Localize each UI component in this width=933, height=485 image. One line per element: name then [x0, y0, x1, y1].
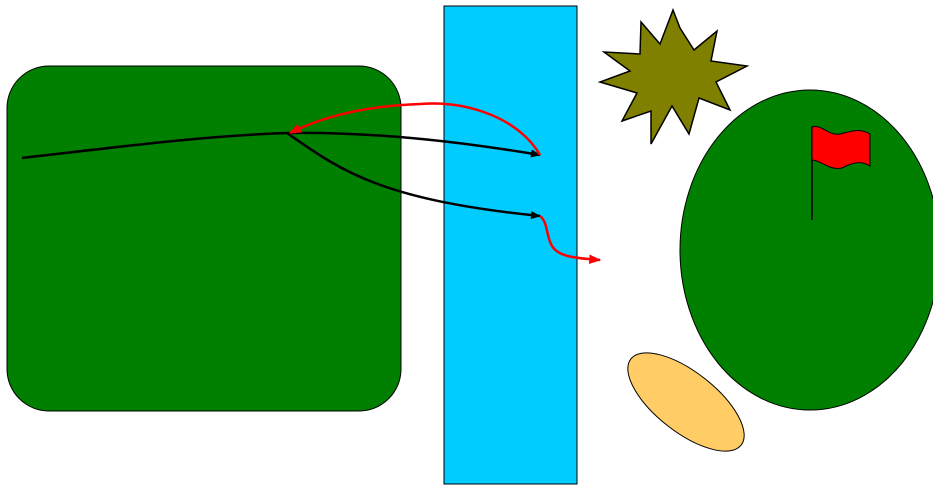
fairway — [6, 65, 402, 412]
shot-path-squiggle — [539, 215, 602, 265]
shot-path-upper — [286, 131, 541, 158]
shot-path-lower — [286, 131, 541, 220]
tee-shot-line — [21, 131, 288, 160]
putting-green — [679, 89, 933, 411]
hazard-burst-icon — [597, 7, 750, 145]
shot-path-return-arc — [288, 102, 542, 156]
shot-path-lines — [21, 102, 602, 265]
flag-icon — [811, 126, 871, 220]
water-hazard — [443, 5, 578, 485]
sand-bunker — [627, 352, 745, 452]
